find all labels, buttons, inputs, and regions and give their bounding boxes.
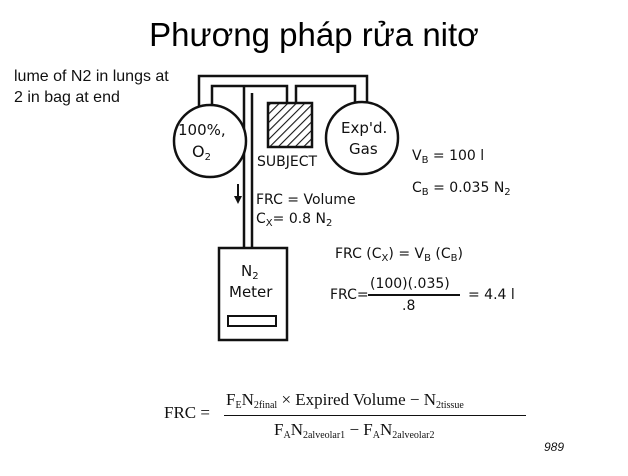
inner-tube-right	[294, 84, 357, 104]
note-line-2: 2 in bag at end	[14, 89, 120, 106]
formula-fraction-bar	[224, 415, 526, 416]
expired-bag-gas-label: Gas	[349, 140, 378, 158]
outer-tube	[197, 74, 369, 108]
oxygen-bag	[172, 103, 248, 179]
inner-tube-left	[210, 84, 289, 110]
formula-denominator: FAN2alveolar1 − FAN2alveolar2	[274, 420, 435, 441]
expired-bag-label: Exp'd.	[341, 119, 388, 137]
cb-value: CB = 0.035 N2	[412, 180, 511, 198]
calc-result: = 4.4 l	[468, 287, 515, 303]
frc-relation: FRC (CX) = VB (CB)	[335, 246, 463, 264]
meter-display	[227, 315, 277, 327]
formula-lhs: FRC =	[164, 403, 210, 422]
oxygen-bag-label: 100%,	[178, 121, 226, 139]
meter-label: Meter	[229, 283, 273, 301]
oxygen-bag-formula: O2	[192, 142, 211, 163]
note-line-1: lume of N2 in lungs at	[14, 68, 169, 85]
subject-box	[266, 101, 314, 149]
page-number: 989	[543, 440, 564, 454]
calc-denominator: .8	[402, 298, 416, 314]
cx-label: CX= 0.8 N2	[256, 211, 333, 229]
slide-title: Phương pháp rửa nitơ	[149, 16, 479, 53]
calc-lhs: FRC=	[330, 287, 369, 303]
formula-numerator: FEN2final × Expired Volume − N2tissue	[226, 390, 464, 411]
frc-volume-label: FRC = Volume	[256, 192, 356, 208]
flow-arrow-head	[234, 196, 242, 204]
calc-numerator: (100)(.035)	[370, 276, 450, 292]
expired-gas-bag	[324, 100, 400, 176]
subject-label: SUBJECT	[257, 154, 318, 170]
vb-value: VB = 100 l	[412, 148, 485, 166]
meter-n2-label: N2	[241, 262, 259, 282]
